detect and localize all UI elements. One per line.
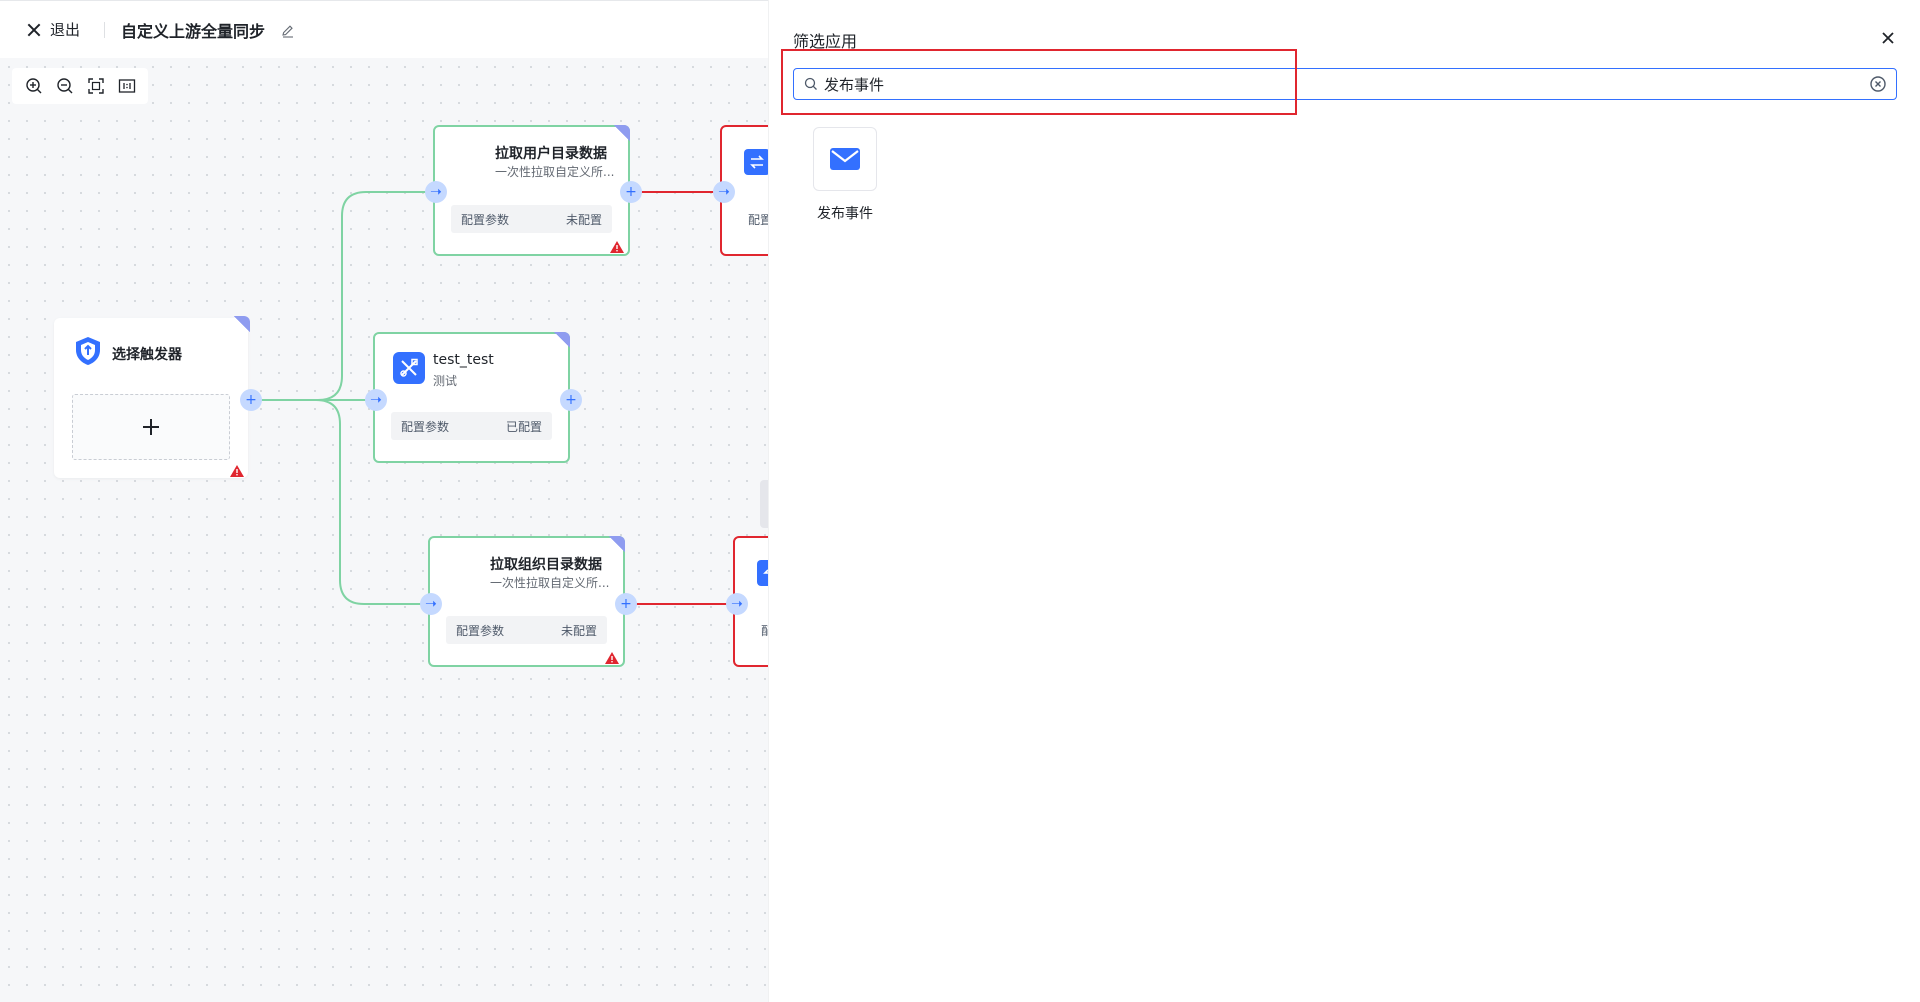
node-input-port[interactable]: ➝ — [425, 181, 447, 203]
actual-size-icon[interactable] — [116, 75, 138, 97]
tools-icon — [393, 352, 425, 384]
node-config-bar[interactable]: 配置参数 未配置 — [446, 616, 607, 644]
node-config-bar[interactable]: 配置参数 已配置 — [391, 412, 552, 440]
node-output-port[interactable]: + — [560, 389, 582, 411]
top-header: 退出 自定义上游全量同步 — [0, 0, 768, 58]
node-title: 拉取用户目录数据 — [495, 146, 607, 162]
close-icon[interactable] — [1878, 28, 1898, 48]
app-search-box[interactable] — [793, 68, 1897, 100]
trigger-title: 选择触发器 — [112, 347, 182, 363]
node-input-port[interactable]: ➝ — [420, 593, 442, 615]
node-input-port[interactable]: ➝ — [365, 389, 387, 411]
node-subtitle: 测试 — [433, 374, 458, 388]
config-params-label: 配 — [761, 622, 768, 639]
zoom-toolbar — [12, 68, 148, 104]
swap-icon — [757, 560, 768, 586]
shield-icon — [74, 336, 102, 370]
plus-icon — [143, 419, 159, 435]
flow-node-pull-users[interactable]: 拉取用户目录数据 一次性拉取自定义所... 配置参数 未配置 — [433, 125, 630, 256]
app-search-input[interactable] — [824, 75, 1870, 93]
node-corner-tag — [614, 125, 630, 141]
edit-title-icon[interactable] — [281, 23, 295, 38]
warning-icon — [230, 462, 244, 477]
flow-canvas[interactable]: 选择触发器 + 拉取用户目录数据 一次性拉取自定义所... 配置参数 未配置 ➝… — [0, 58, 768, 1002]
add-trigger-button[interactable] — [72, 394, 230, 460]
zoom-in-icon[interactable] — [23, 75, 45, 97]
node-title: test_test — [433, 352, 494, 368]
node-input-port[interactable]: ➝ — [726, 593, 748, 615]
config-params-label: 配置参数 — [456, 623, 505, 638]
exit-button[interactable]: 退出 — [26, 19, 80, 40]
drawer-collapse-handle[interactable] — [760, 480, 768, 528]
trigger-node[interactable]: 选择触发器 — [54, 316, 250, 478]
config-status: 未配置 — [565, 212, 602, 227]
node-subtitle: 一次性拉取自定义所... — [490, 576, 610, 590]
filter-apps-drawer: 筛选应用 发布事件 — [768, 0, 1920, 1002]
flow-edges — [252, 191, 737, 605]
node-corner-tag — [234, 316, 250, 332]
config-params-label: 配置 — [748, 213, 768, 227]
node-output-port[interactable]: + — [615, 593, 637, 615]
node-output-port[interactable]: + — [620, 181, 642, 203]
mail-icon — [813, 127, 877, 191]
app-result-label: 发布事件 — [817, 206, 873, 222]
header-divider — [104, 21, 106, 38]
node-corner-tag — [609, 536, 625, 552]
search-icon — [804, 77, 818, 91]
warning-icon — [605, 649, 619, 664]
node-subtitle: 一次性拉取自定义所... — [495, 165, 615, 179]
config-params-label: 配置参数 — [461, 212, 510, 227]
fit-view-icon[interactable] — [85, 75, 107, 97]
flow-node-pull-orgs[interactable]: 拉取组织目录数据 一次性拉取自定义所... 配置参数 未配置 — [428, 536, 625, 667]
close-icon — [26, 22, 42, 38]
trigger-output-port[interactable]: + — [240, 389, 262, 411]
drawer-title: 筛选应用 — [793, 32, 858, 51]
exit-label: 退出 — [50, 21, 81, 39]
node-title: 拉取组织目录数据 — [490, 557, 602, 573]
flow-node-test[interactable]: test_test 测试 配置参数 已配置 — [373, 332, 570, 463]
zoom-out-icon[interactable] — [54, 75, 76, 97]
clear-search-icon[interactable] — [1870, 76, 1886, 92]
node-input-port[interactable]: ➝ — [713, 181, 735, 203]
flow-title: 自定义上游全量同步 — [121, 21, 266, 41]
app-result-publish-event[interactable]: 发布事件 — [813, 127, 877, 223]
node-corner-tag — [554, 332, 570, 348]
node-config-bar[interactable]: 配置参数 未配置 — [451, 205, 612, 233]
config-status: 未配置 — [560, 623, 597, 638]
config-params-label: 配置参数 — [401, 419, 450, 434]
config-status: 已配置 — [505, 419, 542, 434]
warning-icon — [610, 238, 624, 253]
swap-icon — [744, 149, 768, 175]
